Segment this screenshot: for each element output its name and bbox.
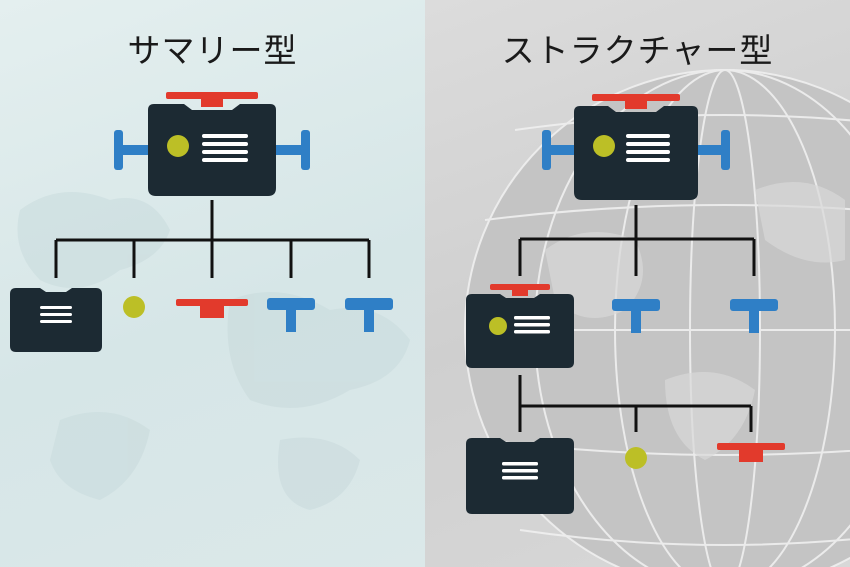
structure-child-blue-pipe-icon-2 (730, 299, 778, 333)
summary-child-gauge-dot-icon (123, 296, 145, 318)
summary-child-blue-pipe-icon (267, 298, 315, 332)
structure-panel: ストラクチャー型 (425, 0, 850, 567)
structure-leaf-red-valve-icon (717, 443, 785, 462)
summary-connectors (54, 200, 371, 278)
gauge-dot-icon (167, 135, 189, 157)
structure-diagram (464, 69, 850, 567)
summary-child-engine-icon (10, 288, 102, 352)
structure-connectors (518, 205, 756, 432)
structure-mid-engine-icon (466, 284, 574, 368)
red-valve-icon (592, 94, 680, 101)
summary-diagram (10, 92, 393, 352)
structure-child-blue-pipe-icon (612, 299, 660, 333)
summary-panel-title: サマリー型 (127, 31, 298, 70)
structure-leaf-gauge-dot-icon (625, 447, 647, 469)
summary-child-blue-pipe-icon-2 (345, 298, 393, 332)
summary-panel: サマリー型 (0, 0, 425, 567)
red-valve-icon (166, 92, 258, 99)
gauge-dot-icon (593, 135, 615, 157)
summary-child-red-valve-icon (176, 299, 248, 318)
structure-panel-title: ストラクチャー型 (501, 31, 774, 70)
structure-root-engine-icon (542, 94, 730, 200)
summary-root-engine-icon (114, 92, 310, 196)
structure-leaf-engine-icon (466, 438, 574, 514)
